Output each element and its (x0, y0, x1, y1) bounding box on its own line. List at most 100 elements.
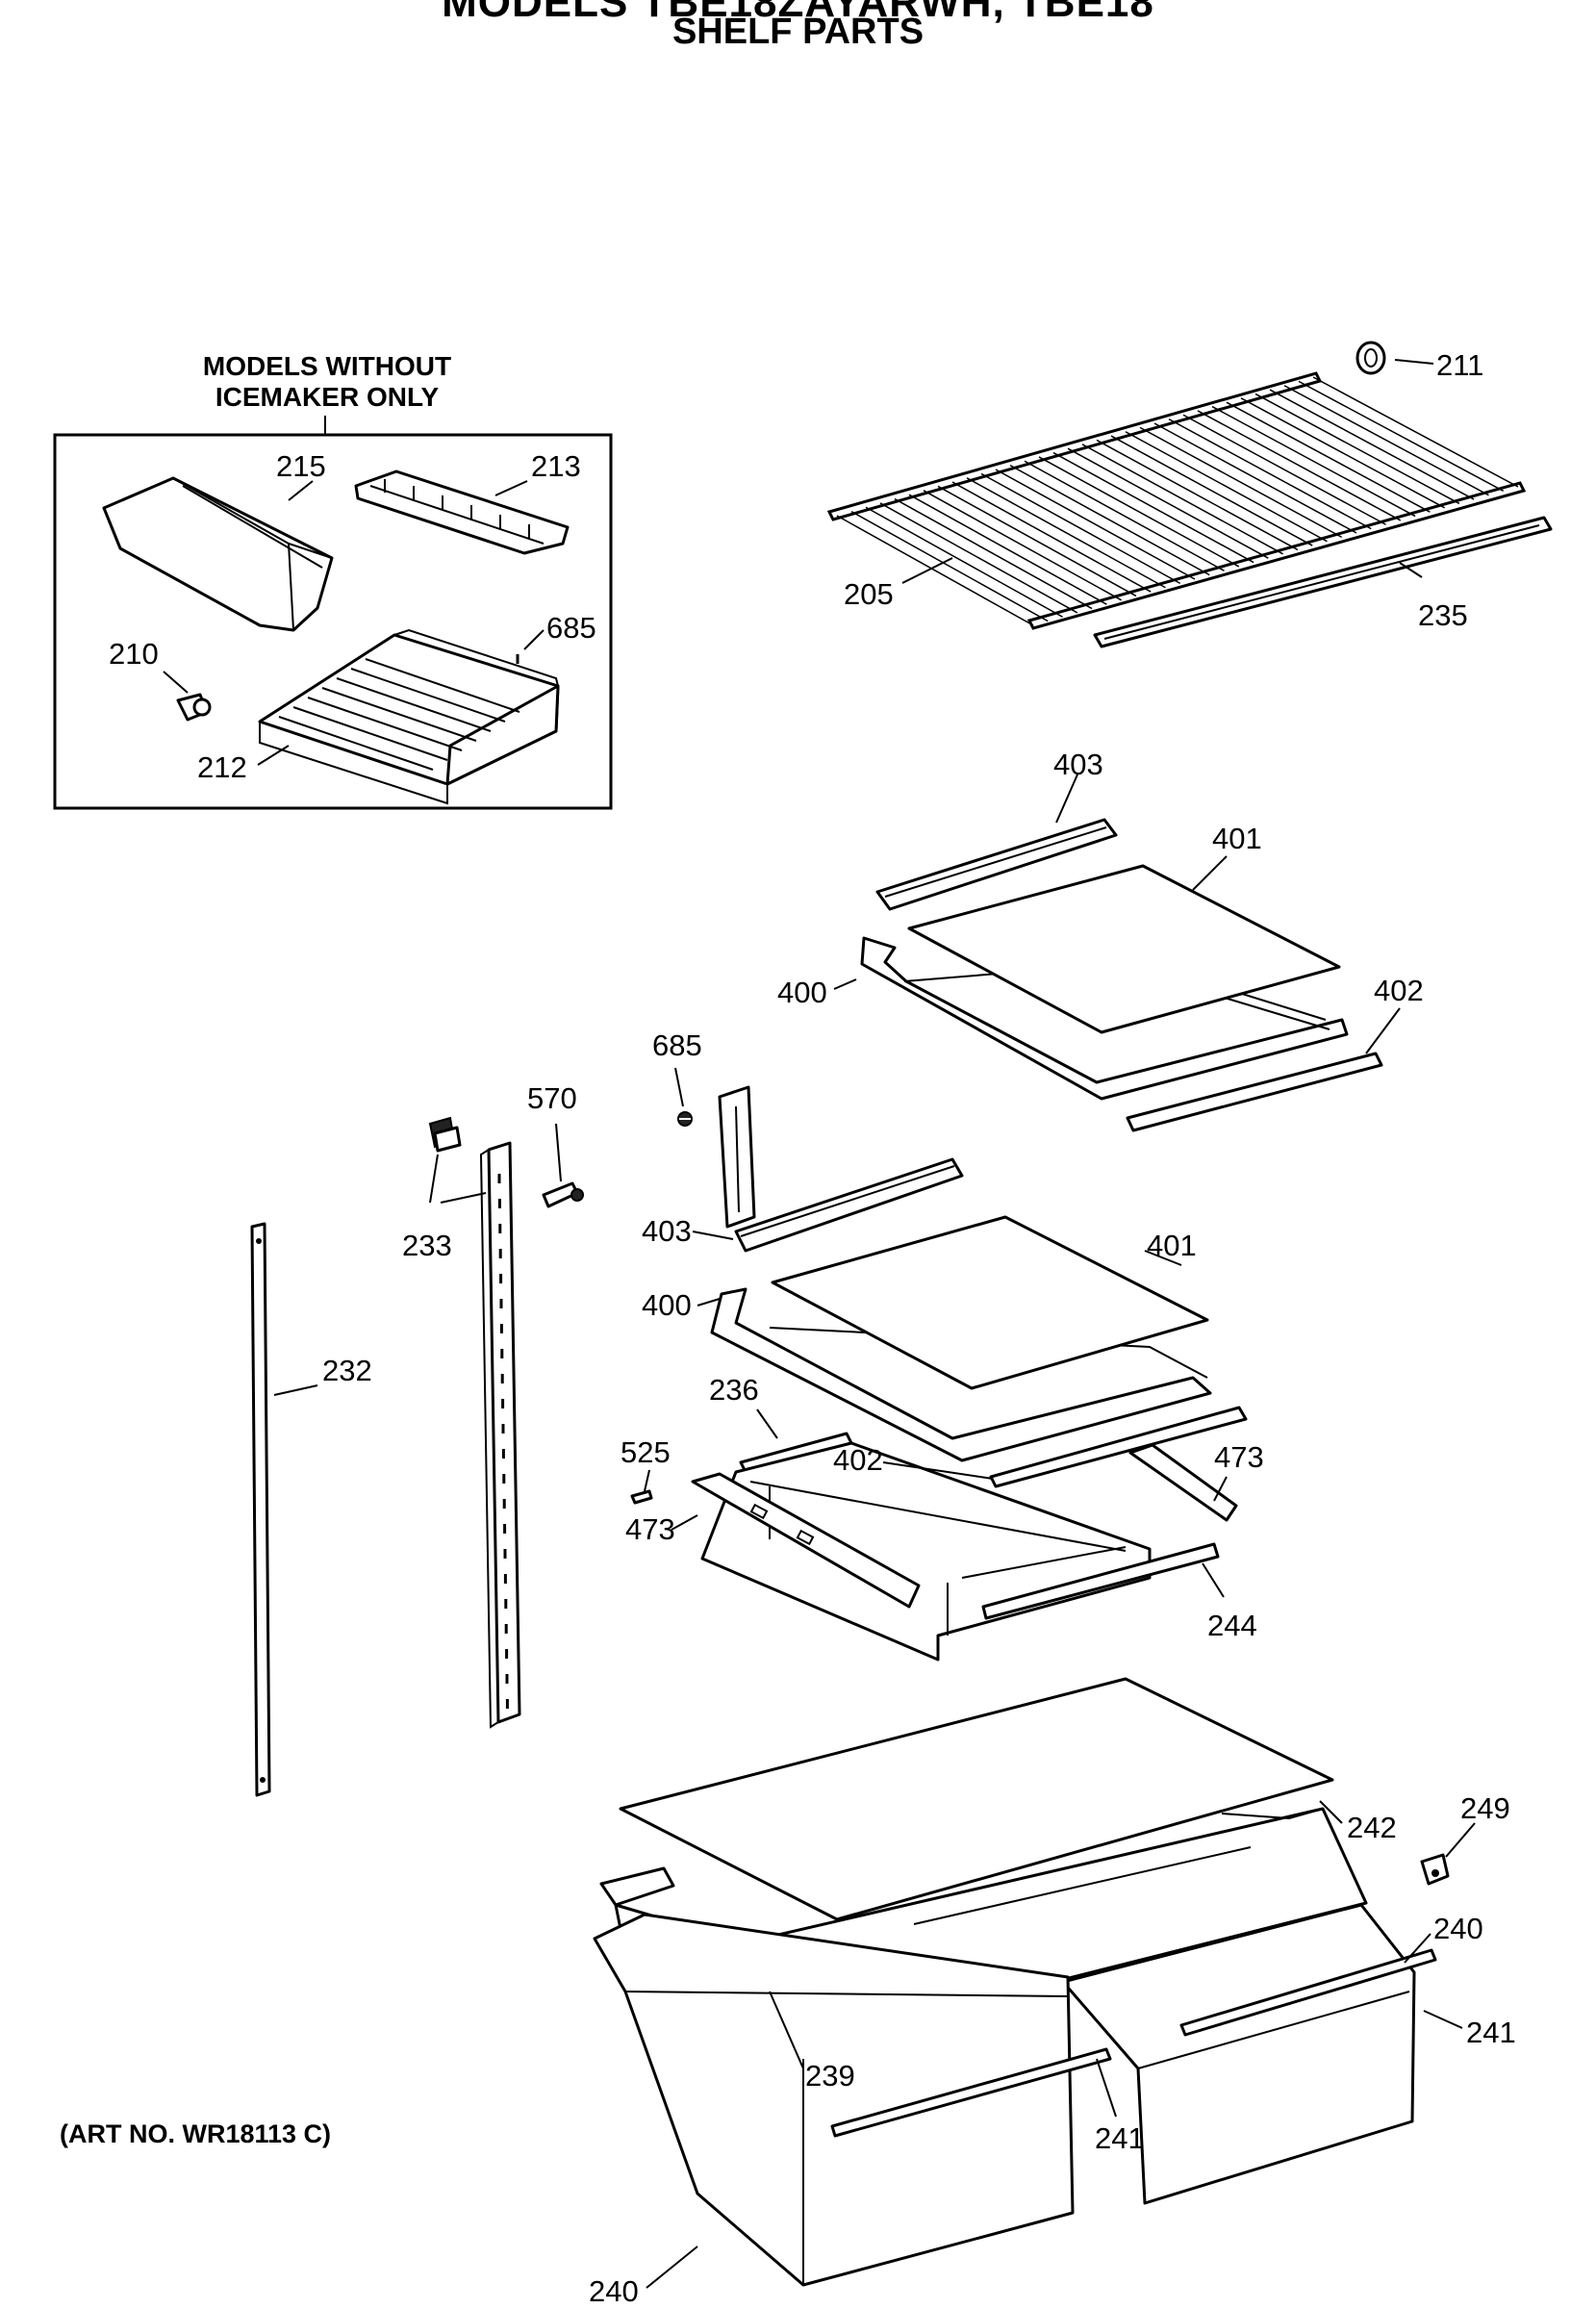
callout-213: 213 (531, 449, 581, 483)
wire-bar (1038, 456, 1240, 568)
wire-bar (1269, 389, 1475, 500)
rail-short-right (718, 1085, 756, 1229)
wire-bar (879, 502, 1078, 614)
callout-473-right: 473 (1214, 1440, 1264, 1474)
page-title: MODELS TBE18ZAYARWH, TBE18 (442, 0, 1154, 26)
knob-part-210 (176, 693, 212, 722)
wire-shelf-part-205 (826, 371, 1527, 630)
callout-403-upper: 403 (1053, 748, 1103, 781)
wire-bar (1298, 380, 1505, 493)
callout-401-upper: 401 (1212, 822, 1262, 855)
shelf-trim-part-402-lower (989, 1406, 1248, 1488)
wire-bar (1182, 414, 1386, 525)
callout-215: 215 (276, 449, 326, 483)
page-subtitle: SHELF PARTS (671, 12, 925, 52)
art-number: (ART NO. WR18113 C) (60, 2119, 332, 2148)
wire-bar (1240, 397, 1445, 509)
callout-232: 232 (322, 1354, 372, 1387)
wire-bar (1197, 410, 1402, 521)
callout-240-right: 240 (1433, 1912, 1483, 1945)
ice-bin-part-215 (102, 476, 334, 632)
callout-249: 249 (1460, 1791, 1510, 1825)
callout-525: 525 (621, 1435, 671, 1469)
callout-211: 211 (1436, 348, 1483, 382)
ice-rack-part-212 (258, 628, 560, 805)
callout-400-lower: 400 (642, 1288, 692, 1322)
callout-242: 242 (1347, 1811, 1397, 1844)
wire-bar (923, 490, 1122, 601)
callout-240-left: 240 (589, 2274, 639, 2308)
wire-bar (951, 481, 1152, 593)
wire-bar (1168, 418, 1372, 530)
shelf-trim-part-403-upper (875, 818, 1118, 911)
drawer-trim-part-244 (981, 1542, 1220, 1620)
leader-lines (163, 359, 1476, 2289)
grommet-part-211 (1355, 341, 1386, 375)
bracket-part-233 (428, 1116, 462, 1153)
clip-part-249 (1420, 1853, 1450, 1886)
ice-tray-part-213 (354, 469, 570, 555)
callout-473-left: 473 (625, 1512, 675, 1546)
wire-bar (1052, 451, 1254, 564)
wire-bar (1081, 444, 1283, 555)
wire-bar (1226, 401, 1431, 513)
crisper-drawer-part-240-left (593, 1913, 1075, 2287)
callout-241-right: 241 (1466, 2016, 1516, 2049)
rail-slots (497, 1174, 509, 1709)
wire-bar (1096, 439, 1299, 551)
rail-part-232 (250, 1222, 271, 1797)
callout-241-left: 241 (1095, 2121, 1145, 2155)
callout-403-lower: 403 (642, 1214, 692, 1248)
screw-part-685 (677, 1111, 693, 1127)
wire-bar (1110, 435, 1313, 546)
shelf-trim-part-235 (1093, 516, 1553, 648)
callout-401-lower: 401 (1147, 1229, 1197, 1262)
inset-caption-line2: ICEMAKER ONLY (215, 382, 440, 412)
callout-235: 235 (1418, 598, 1468, 632)
screw-part-570 (542, 1181, 584, 1208)
callout-212: 212 (197, 750, 247, 784)
wire-bar (894, 497, 1093, 610)
shelf-trim-part-402-upper (1126, 1052, 1383, 1132)
shelf-trim-part-403-lower (734, 1157, 964, 1253)
callout-236: 236 (709, 1373, 759, 1407)
crisper-handle-part-241-left (830, 2047, 1112, 2138)
wire-bar (937, 485, 1137, 597)
inset-caption: MODELS WITHOUT ICEMAKER ONLY (183, 351, 471, 413)
wire-bar (1283, 385, 1489, 496)
crisper-handle-part-241-right (1179, 1948, 1437, 2037)
wire-bar (1125, 431, 1328, 543)
wire-shelf-bars (836, 376, 1519, 626)
callout-685-inset: 685 (546, 611, 596, 645)
callout-205: 205 (844, 577, 894, 611)
wire-bar (865, 506, 1063, 618)
wire-bar (908, 494, 1107, 605)
rail-part-233 (479, 1141, 521, 1729)
screw-part-525 (630, 1489, 653, 1505)
callout-210: 210 (109, 637, 159, 671)
wire-bar (1153, 422, 1357, 534)
callout-402-upper: 402 (1374, 974, 1424, 1007)
wire-bar (1312, 376, 1519, 488)
wire-bar (850, 510, 1049, 622)
wire-bar (980, 472, 1181, 585)
wire-bar (995, 469, 1196, 580)
wire-bar (966, 477, 1166, 589)
inset-caption-line1: MODELS WITHOUT (202, 351, 452, 381)
callout-239: 239 (805, 2059, 855, 2093)
wire-bar (1067, 447, 1269, 559)
wire-bar (1211, 405, 1416, 518)
inset-box (53, 416, 613, 810)
slide-rail-part-473-left (691, 1472, 921, 1609)
wire-bar (836, 515, 1034, 626)
glass-panel-part-401-lower (771, 1215, 1209, 1390)
crisper-drawer-part-240-right (1061, 1903, 1416, 2205)
callout-244: 244 (1207, 1609, 1257, 1642)
wire-bar (1024, 460, 1225, 571)
glass-panel-part-401-upper (907, 864, 1341, 1034)
callout-402-lower: 402 (833, 1443, 883, 1477)
wire-bar (1009, 464, 1210, 576)
wire-bar (1254, 393, 1460, 505)
callout-233: 233 (402, 1229, 452, 1262)
